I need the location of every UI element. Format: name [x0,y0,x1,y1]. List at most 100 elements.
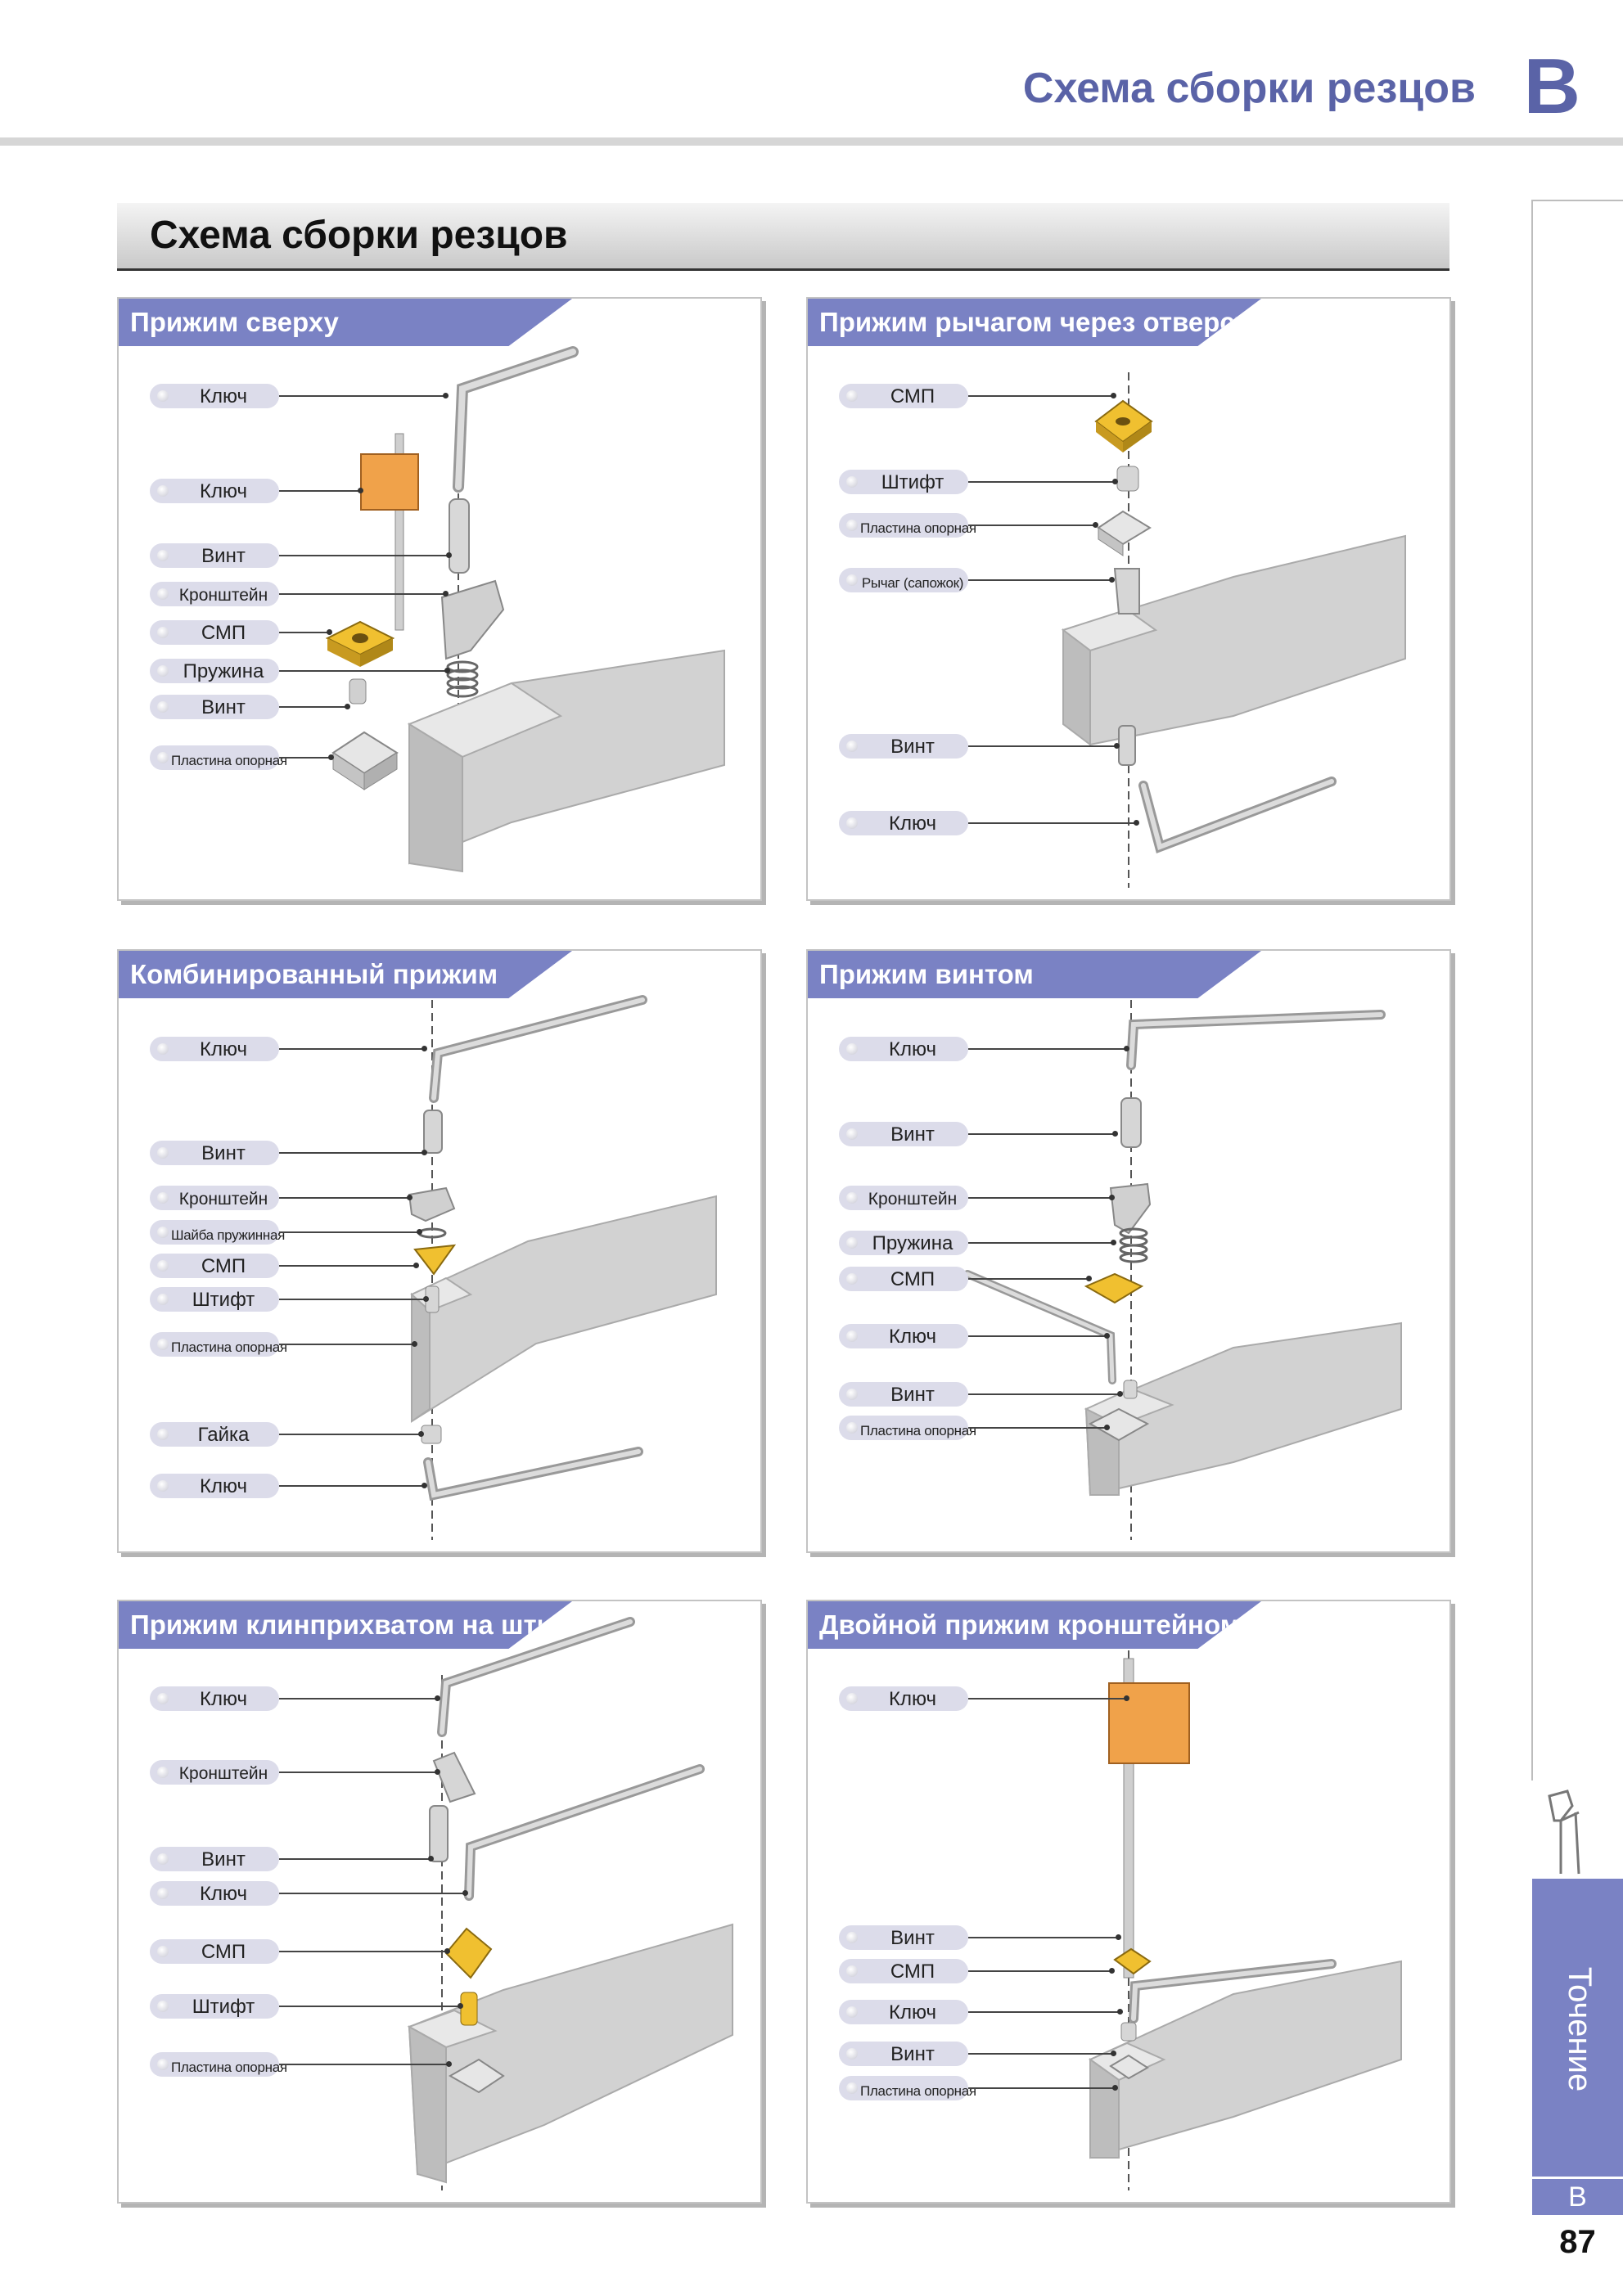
section-title-bar: Схема сборки резцов [117,203,1449,271]
callout-key: Ключ [839,1037,968,1061]
callout-label: СМП [890,385,935,407]
callout-label: Пластина опорная [860,1423,976,1438]
leader-line [279,1229,422,1235]
callout-label: Винт [890,1384,935,1406]
callout-screw: Винт [839,1122,968,1146]
leader-line [968,1333,1110,1339]
callout-label: Винт [890,736,935,758]
callout-label: Кронштейн [868,1190,958,1209]
callout-label: СМП [201,1255,246,1277]
leader-line [279,1263,419,1268]
callout-label: Винт [890,1927,935,1949]
callout-label: Пружина [183,660,264,682]
callout-label: Гайка [197,1424,250,1446]
panel-title: Прижим рычагом через отверстие [819,307,1280,337]
bullet-icon [846,1330,858,1342]
bullet-icon [157,1946,169,1957]
callout-bracket: Кронштейн [150,1186,279,1210]
callout-label: СМП [201,622,246,644]
bullet-icon [846,1422,858,1434]
callout-label: Ключ [200,385,247,407]
callout-label: Винт [201,545,246,567]
callout-shim: Пластина опорная [150,2052,287,2077]
callout-label: Винт [201,696,246,718]
side-index-frame [1531,200,1623,1781]
bullet-icon [157,1767,169,1778]
page-number: 87 [1559,2224,1596,2260]
callout-bracket: Кронштейн [839,1186,968,1210]
callout-pin: Штифт [150,1287,279,1312]
callout-label: Рычаг (сапожок) [861,575,964,591]
callout-nut: Гайка [150,1422,279,1447]
leader-line [968,479,1118,484]
callout-shim: Пластина опорная [150,745,287,770]
callout-label: Пружина [872,1232,954,1254]
bullet-icon [157,1429,169,1440]
callout-bracket: Кронштейн [150,1760,279,1785]
callout-label: Ключ [889,1688,936,1710]
leader-line [279,1769,440,1775]
section-title: Схема сборки резцов [150,214,568,257]
leader-line [279,1483,427,1488]
bullet-icon [157,1888,169,1899]
callout-label: Ключ [200,1475,247,1497]
panel-combined-clamp: Комбинированный прижим Ключ Винт Кронште… [117,949,762,1553]
section-letter: B [1523,43,1580,130]
leader-line [279,552,452,558]
callout-pin: Штифт [839,470,968,494]
callout-label: Ключ [889,1038,936,1060]
callout-label: Ключ [200,1038,247,1060]
callout-spring-washer: Шайба пружинная [150,1220,285,1245]
leader-line [279,2003,463,2009]
callout-shim: Пластина опорная [839,513,976,538]
callout-label: Кронштейн [178,1190,268,1209]
callout-label: Пластина опорная [860,2083,976,2099]
callout-label: Штифт [192,1289,255,1311]
callout-label: Пластина опорная [171,1339,287,1355]
callout-label: Пластина опорная [171,2060,287,2075]
bullet-icon [846,476,858,488]
leader-line [968,1195,1115,1200]
leader-line [968,393,1116,398]
callout-screw: Винт [839,734,968,759]
leader-line [279,2061,452,2067]
panel-screw-clamp: Прижим винтом Ключ Винт Кронштейн Пружин… [806,949,1451,1553]
bullet-icon [157,1192,169,1204]
leader-line [968,1131,1118,1137]
bullet-icon [846,817,858,829]
turning-section-tab[interactable]: Точение [1532,1879,1623,2177]
callout-pin: Штифт [150,1994,279,2019]
leader-line [279,1195,413,1200]
side-section-letter: B [1532,2179,1623,2215]
wedge-pin-clamp-diagram [407,1617,733,2190]
bullet-icon [157,1227,169,1238]
bullet-icon [846,1965,858,1977]
callout-label: Штифт [192,1996,255,2018]
callout-key: Ключ [839,1686,968,1711]
top-clamp-diagram [325,346,725,873]
callout-key: Ключ [150,384,279,408]
lever-clamp-diagram [1061,372,1406,888]
panel-title-bar: Прижим сверху [119,299,572,346]
bullet-icon [846,1389,858,1400]
leader-line [279,1341,417,1347]
leader-line [968,2009,1123,2015]
callout-label: Ключ [889,1326,936,1348]
callout-key: Ключ [150,1881,279,1906]
bullet-icon [846,1043,858,1055]
panel-title-bar: Прижим винтом [808,951,1261,998]
bullet-icon [846,1128,858,1140]
leader-line [968,1046,1129,1051]
callout-label: СМП [201,1941,246,1963]
callout-lever: Рычаг (сапожок) [839,568,968,592]
bullet-icon [846,741,858,752]
panel-title-bar: Комбинированный прижим [119,951,572,998]
callout-key: Ключ [839,2000,968,2024]
callout-shim: Пластина опорная [839,2076,976,2100]
callout-label: Винт [201,1848,246,1871]
bullet-icon [846,1693,858,1704]
callout-label: Винт [890,2043,935,2065]
bullet-icon [846,1192,858,1204]
bullet-icon [157,752,169,763]
bullet-icon [157,1043,169,1055]
